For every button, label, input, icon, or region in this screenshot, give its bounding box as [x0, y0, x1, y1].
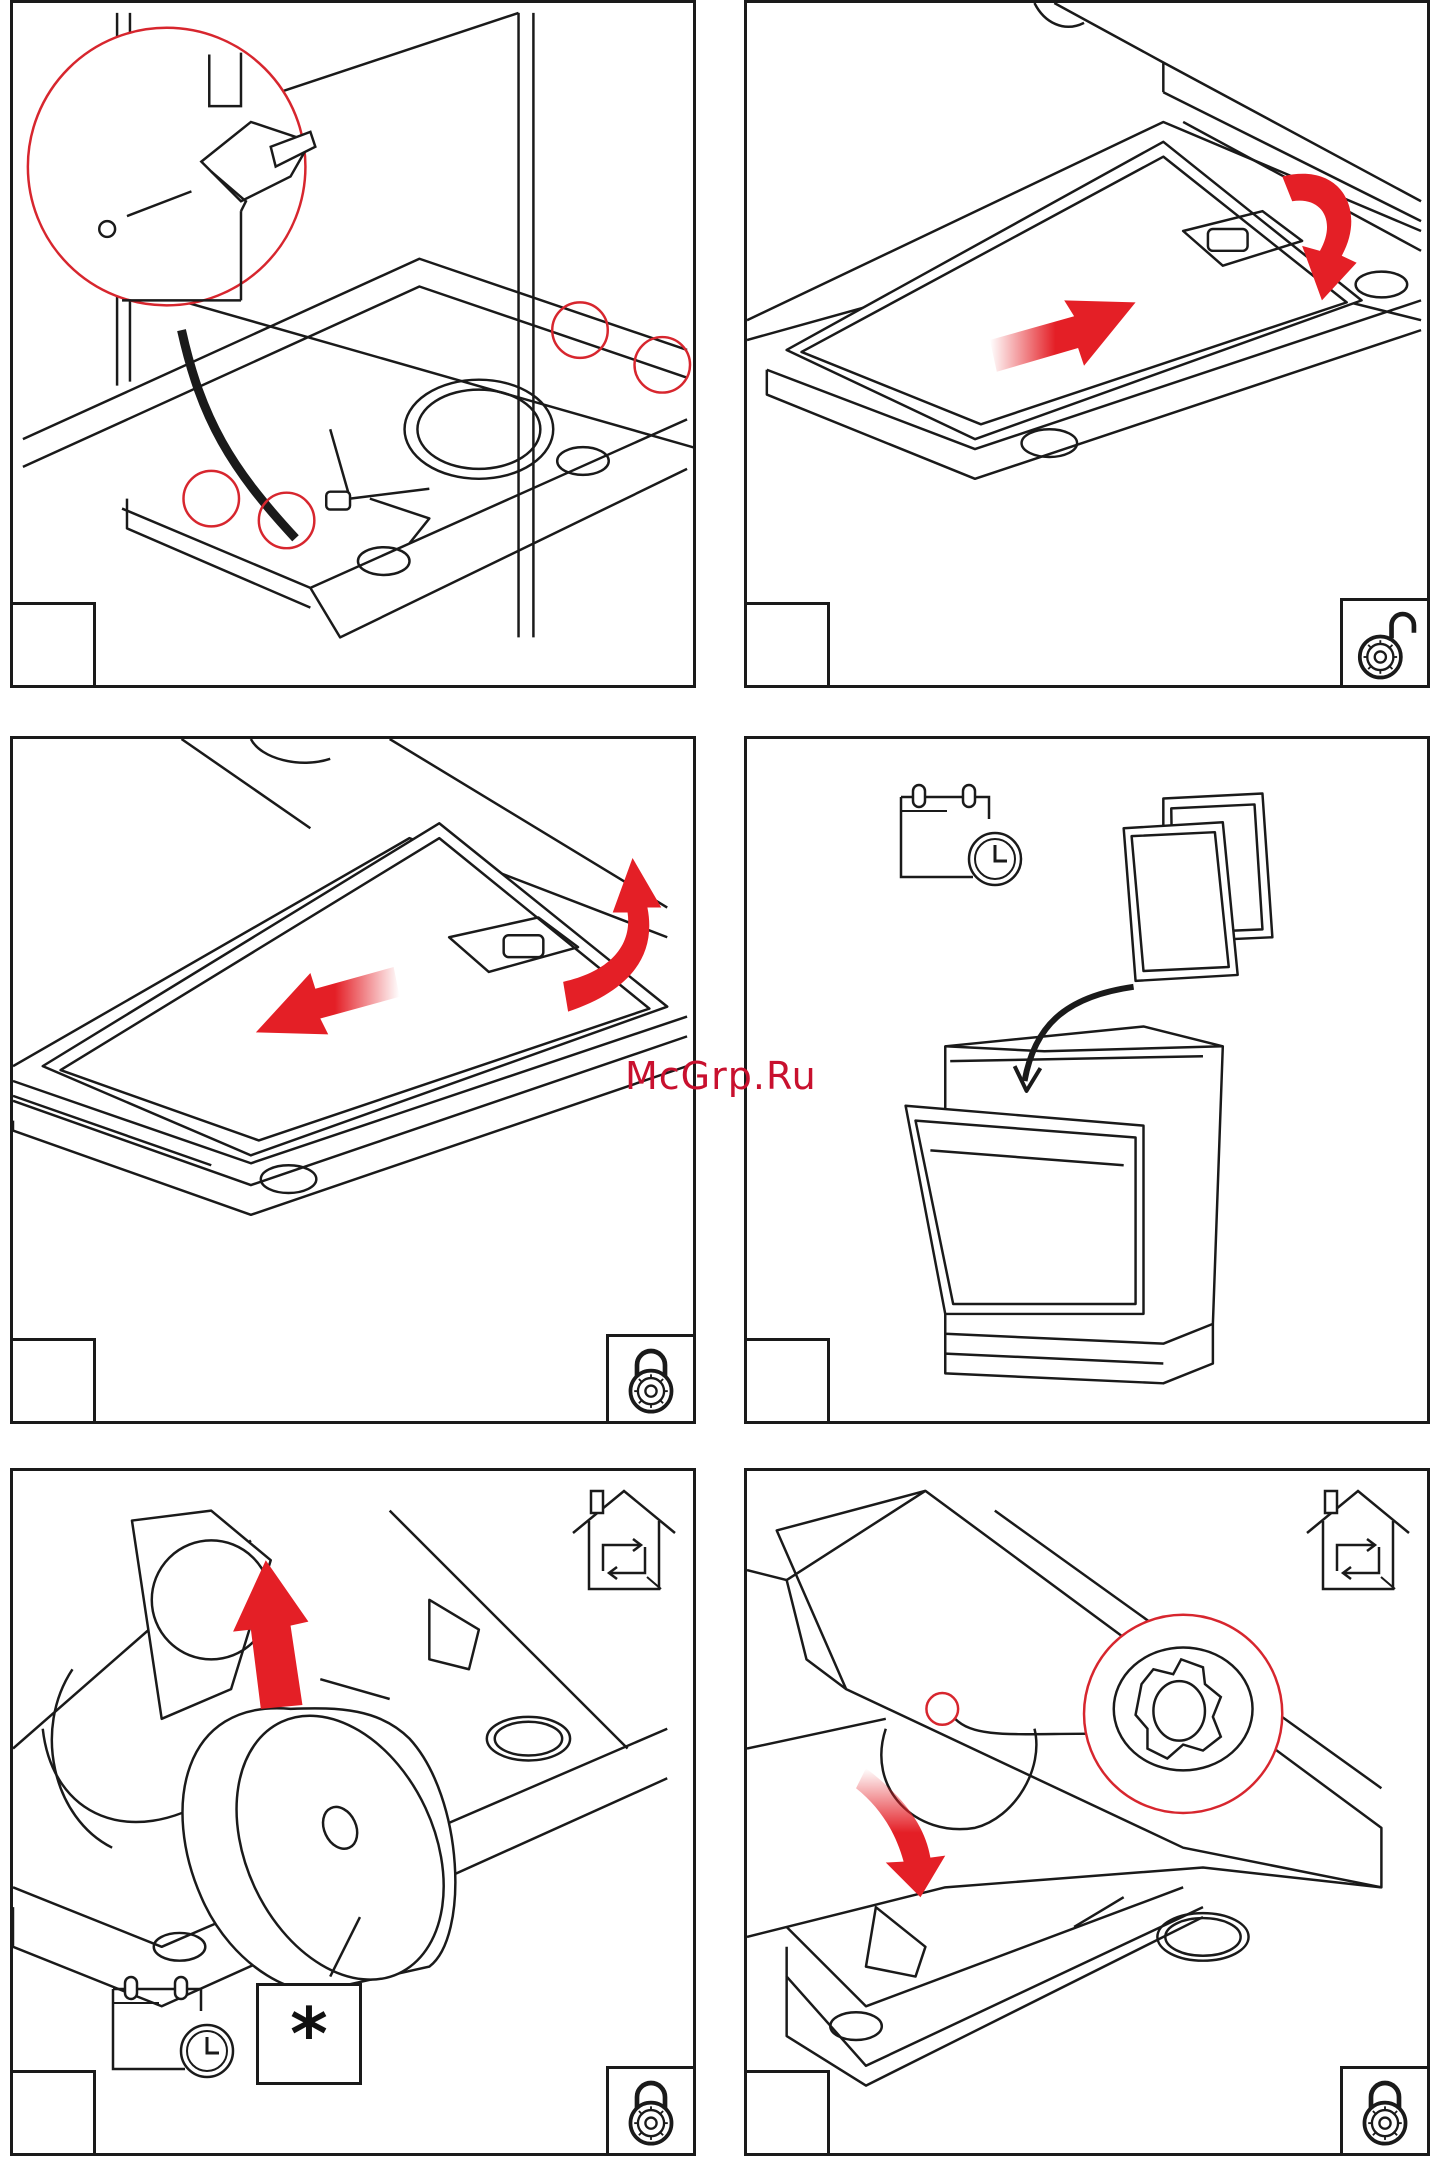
step-number-box: [10, 2070, 96, 2156]
calendar-clock-icon: [109, 1971, 239, 2081]
step-number-box: [744, 602, 830, 688]
step-number-box: [744, 2070, 830, 2156]
step-number-box: [744, 1338, 830, 1424]
house-recirculation-icon: [1303, 1485, 1413, 1595]
watermark: McGrp.Ru: [625, 1054, 817, 1098]
lock-closed-icon: [606, 2066, 696, 2156]
panel-6: [744, 1468, 1430, 2156]
symbol-box: *: [256, 1983, 362, 2085]
panel-4: [744, 736, 1430, 1424]
lock-open-icon: [1340, 598, 1430, 688]
panel-2: [744, 0, 1430, 688]
panel-4-illustration: [747, 739, 1427, 1421]
lock-closed-icon: [1340, 2066, 1430, 2156]
step-number-box: [10, 1338, 96, 1424]
panel-1: [10, 0, 696, 688]
panel-2-illustration: [747, 3, 1427, 685]
panel-3-illustration: [13, 739, 693, 1421]
calendar-clock-icon: [897, 779, 1027, 889]
panel-5: *: [10, 1468, 696, 2156]
lock-closed-icon: [606, 1334, 696, 1424]
house-recirculation-icon: [569, 1485, 679, 1595]
step-number-box: [10, 602, 96, 688]
panel-3: [10, 736, 696, 1424]
panel-1-illustration: [13, 3, 693, 685]
